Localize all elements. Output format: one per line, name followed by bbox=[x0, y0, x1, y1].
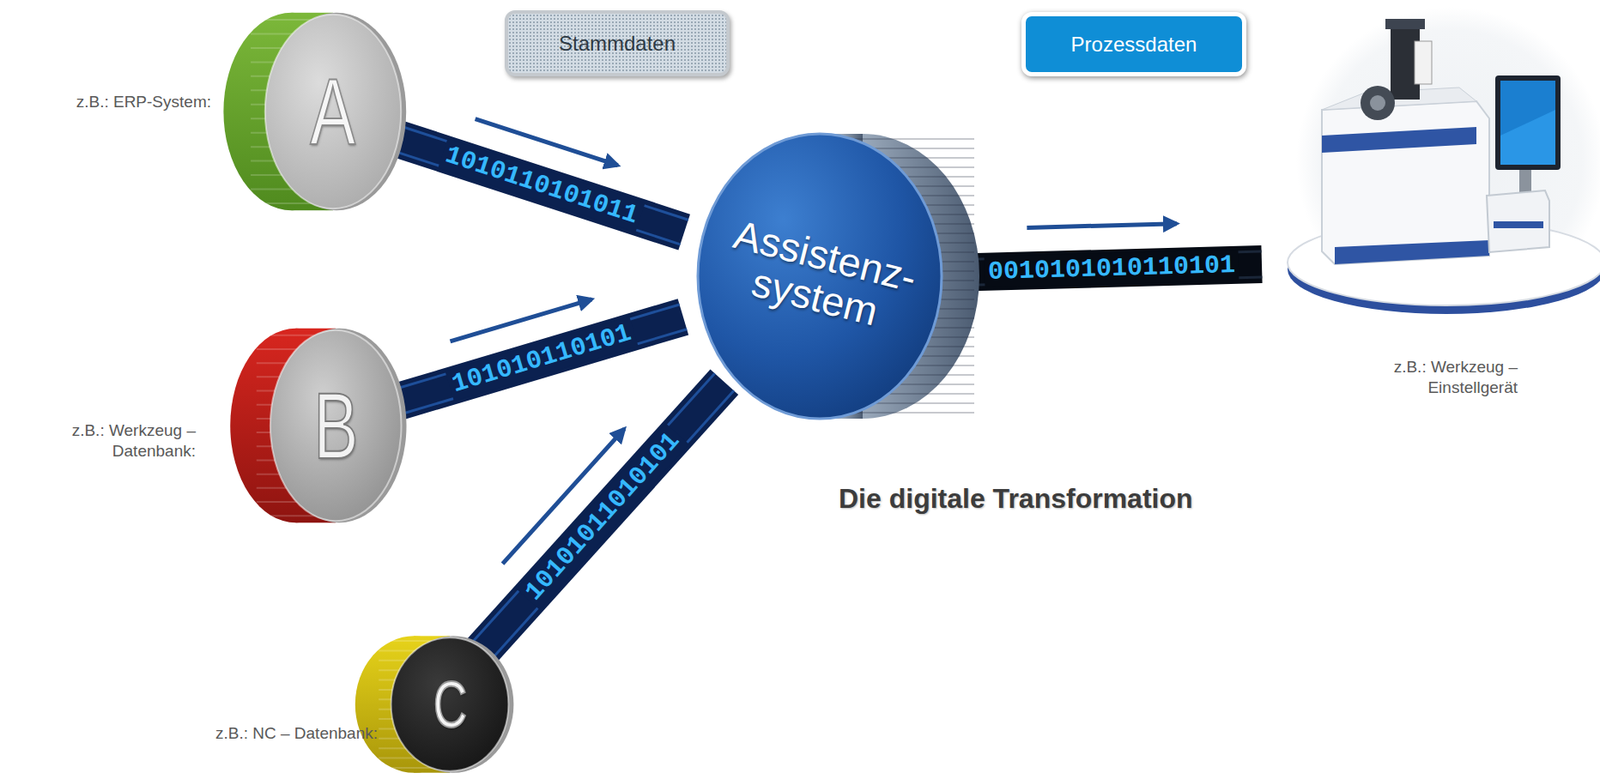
letter-wrap: C bbox=[391, 633, 510, 776]
text-wrap: Assistenz- system bbox=[699, 156, 940, 397]
band-edge bbox=[471, 373, 716, 643]
letter-wrap: A bbox=[265, 8, 401, 215]
source-caption: z.B.: Werkzeug – Datenbank: bbox=[24, 420, 196, 462]
master-data-box: Stammdaten bbox=[504, 10, 730, 77]
binary-stream-text: 0010101010110101 bbox=[984, 249, 1240, 288]
letter-wrap: B bbox=[270, 324, 402, 528]
direction-arrow bbox=[1026, 224, 1177, 229]
source-system-disc: A bbox=[219, 8, 409, 215]
source-caption: z.B.: NC – Datenbank: bbox=[215, 723, 378, 745]
device-caption: z.B.: Werkzeug – Einstellgerät bbox=[1315, 357, 1518, 399]
box-label: Prozessdaten bbox=[1071, 32, 1198, 57]
disc-letter: C bbox=[432, 672, 467, 738]
source-caption: z.B.: ERP-System: bbox=[76, 91, 212, 113]
binary-stream-text: 1010110101011 bbox=[437, 139, 645, 233]
disc-letter: A bbox=[310, 64, 357, 159]
disc-letter: B bbox=[313, 379, 358, 473]
data-stream bbox=[394, 119, 688, 245]
data-stream bbox=[471, 373, 734, 661]
stream-band bbox=[399, 139, 685, 232]
box-label: Stammdaten bbox=[558, 31, 676, 56]
binary-stream-text: 101010110101 bbox=[445, 316, 639, 401]
tool-presetter: z.B.: Werkzeug – Einstellgerät bbox=[1261, 6, 1594, 327]
source-system-disc: B bbox=[226, 324, 409, 528]
stream-band bbox=[400, 316, 684, 401]
process-data-box: Prozessdaten bbox=[1021, 12, 1247, 77]
diagram-title: Die digitale Transformation bbox=[838, 483, 1194, 516]
data-stream bbox=[396, 299, 687, 414]
band-edge bbox=[490, 390, 734, 661]
assistance-system-disc: Assistenz- system bbox=[690, 130, 983, 423]
presetter-illustration bbox=[1261, 6, 1594, 327]
assist-label: Assistenz- system bbox=[719, 212, 921, 340]
source-system-disc: C bbox=[351, 633, 516, 776]
stream-band bbox=[480, 381, 725, 652]
